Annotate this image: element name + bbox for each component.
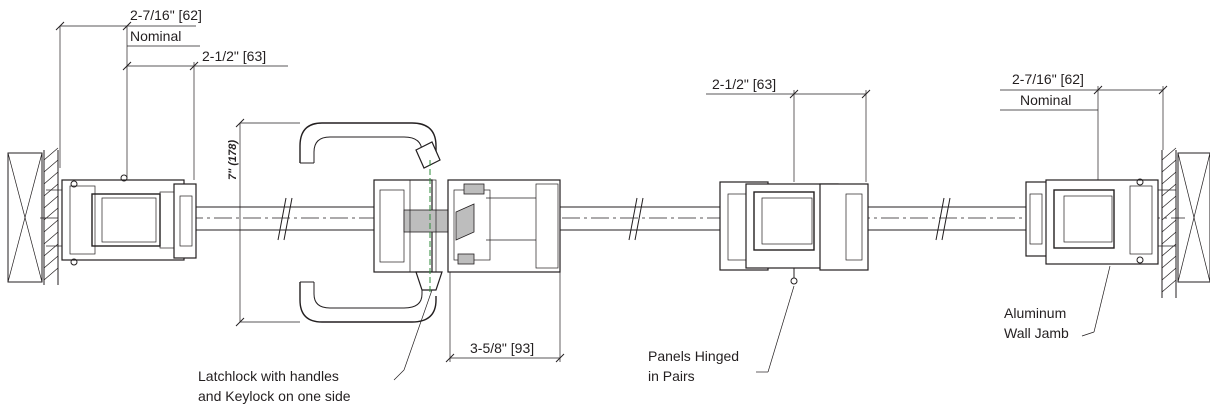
hinged-pair-profile bbox=[719, 181, 869, 285]
callout-latchlock-2: and Keylock on one side bbox=[198, 388, 351, 404]
latch-handles bbox=[299, 122, 443, 323]
callout-jamb-2: Wall Jamb bbox=[1004, 325, 1069, 341]
dim-left-nominal-sub: Nominal bbox=[130, 28, 181, 44]
dim-right-nominal: 2-7/16" [62] bbox=[1012, 71, 1084, 87]
callout-jamb-1: Aluminum bbox=[1004, 305, 1066, 321]
right-wall bbox=[1161, 147, 1210, 298]
dimension-ticks bbox=[55, 21, 1168, 363]
dim-lock-width: 3-5/8" [93] bbox=[470, 340, 534, 356]
dim-mid-hinge: 2-1/2" [63] bbox=[712, 76, 776, 92]
callout-latchlock-1: Latchlock with handles bbox=[198, 368, 339, 384]
callout-hinged-2: in Pairs bbox=[648, 368, 695, 384]
left-jamb-profile bbox=[46, 174, 197, 266]
dim-handle-height: 7" (178) bbox=[227, 140, 239, 180]
dim-left-inner: 2-1/2" [63] bbox=[202, 48, 266, 64]
dim-left-nominal: 2-7/16" [62] bbox=[130, 7, 202, 23]
right-jamb-profile bbox=[1025, 178, 1176, 265]
leader-lines bbox=[393, 265, 1111, 381]
callout-hinged-1: Panels Hinged bbox=[648, 348, 739, 364]
lock-stile-right bbox=[447, 179, 561, 273]
dim-right-nominal-sub: Nominal bbox=[1020, 92, 1071, 108]
dimension-lines bbox=[59, 25, 1164, 362]
glass-panels bbox=[180, 197, 1030, 241]
lock-stile-left bbox=[373, 179, 461, 273]
left-wall bbox=[7, 147, 59, 285]
